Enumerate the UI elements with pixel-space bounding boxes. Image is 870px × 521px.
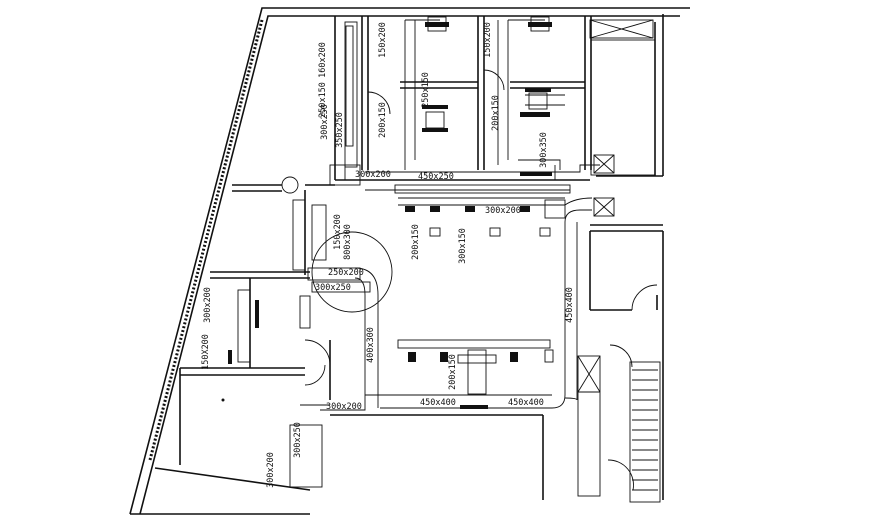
- duct-label: 150x200: [483, 22, 493, 58]
- exterior-walls: [129, 7, 690, 515]
- diffusers: [221, 16, 554, 409]
- duct-labels: 160x200 250x150 300x250 350x250 150x200 …: [201, 22, 575, 488]
- duct-label: 300x250: [315, 283, 351, 293]
- duct-label: 300x200: [266, 452, 276, 488]
- duct-label: 800x300: [343, 224, 353, 260]
- duct-label: 150x200: [333, 214, 343, 250]
- duct-label: 150x200: [378, 22, 388, 58]
- duct-label: 300x150: [458, 228, 468, 264]
- duct-label: 300x350: [539, 132, 549, 168]
- duct-label: 450x400: [420, 398, 456, 408]
- duct-label: 300x200: [355, 170, 391, 180]
- duct-label: 200x150: [378, 102, 388, 138]
- duct-label: 450x400: [508, 398, 544, 408]
- duct-label: 300x250: [320, 104, 330, 140]
- duct-label: 200x150: [491, 95, 501, 131]
- duct-label: 250x200: [328, 268, 364, 278]
- left-rooms: [154, 176, 335, 491]
- ductwork: [237, 19, 615, 488]
- duct-label: 200x150: [448, 354, 458, 390]
- stair: [629, 361, 661, 503]
- duct-label: 350x250: [335, 112, 345, 148]
- duct-label: 400x300: [366, 327, 376, 363]
- duct-label: 250x150: [318, 82, 328, 118]
- duct-label: 200x150: [411, 224, 421, 260]
- duct-label: 160x200: [318, 42, 328, 78]
- duct-label: 250x150: [421, 72, 431, 108]
- right-rooms: [330, 224, 664, 503]
- duct-label: 300x200: [326, 402, 362, 412]
- duct-label: 450x400: [565, 287, 575, 323]
- duct-label: 300x200: [203, 287, 213, 323]
- duct-label: 300x250: [293, 422, 303, 458]
- duct-label: 450x250: [418, 172, 454, 182]
- duct-label: 150X200: [201, 334, 211, 370]
- duct-label: 300x200: [485, 206, 521, 216]
